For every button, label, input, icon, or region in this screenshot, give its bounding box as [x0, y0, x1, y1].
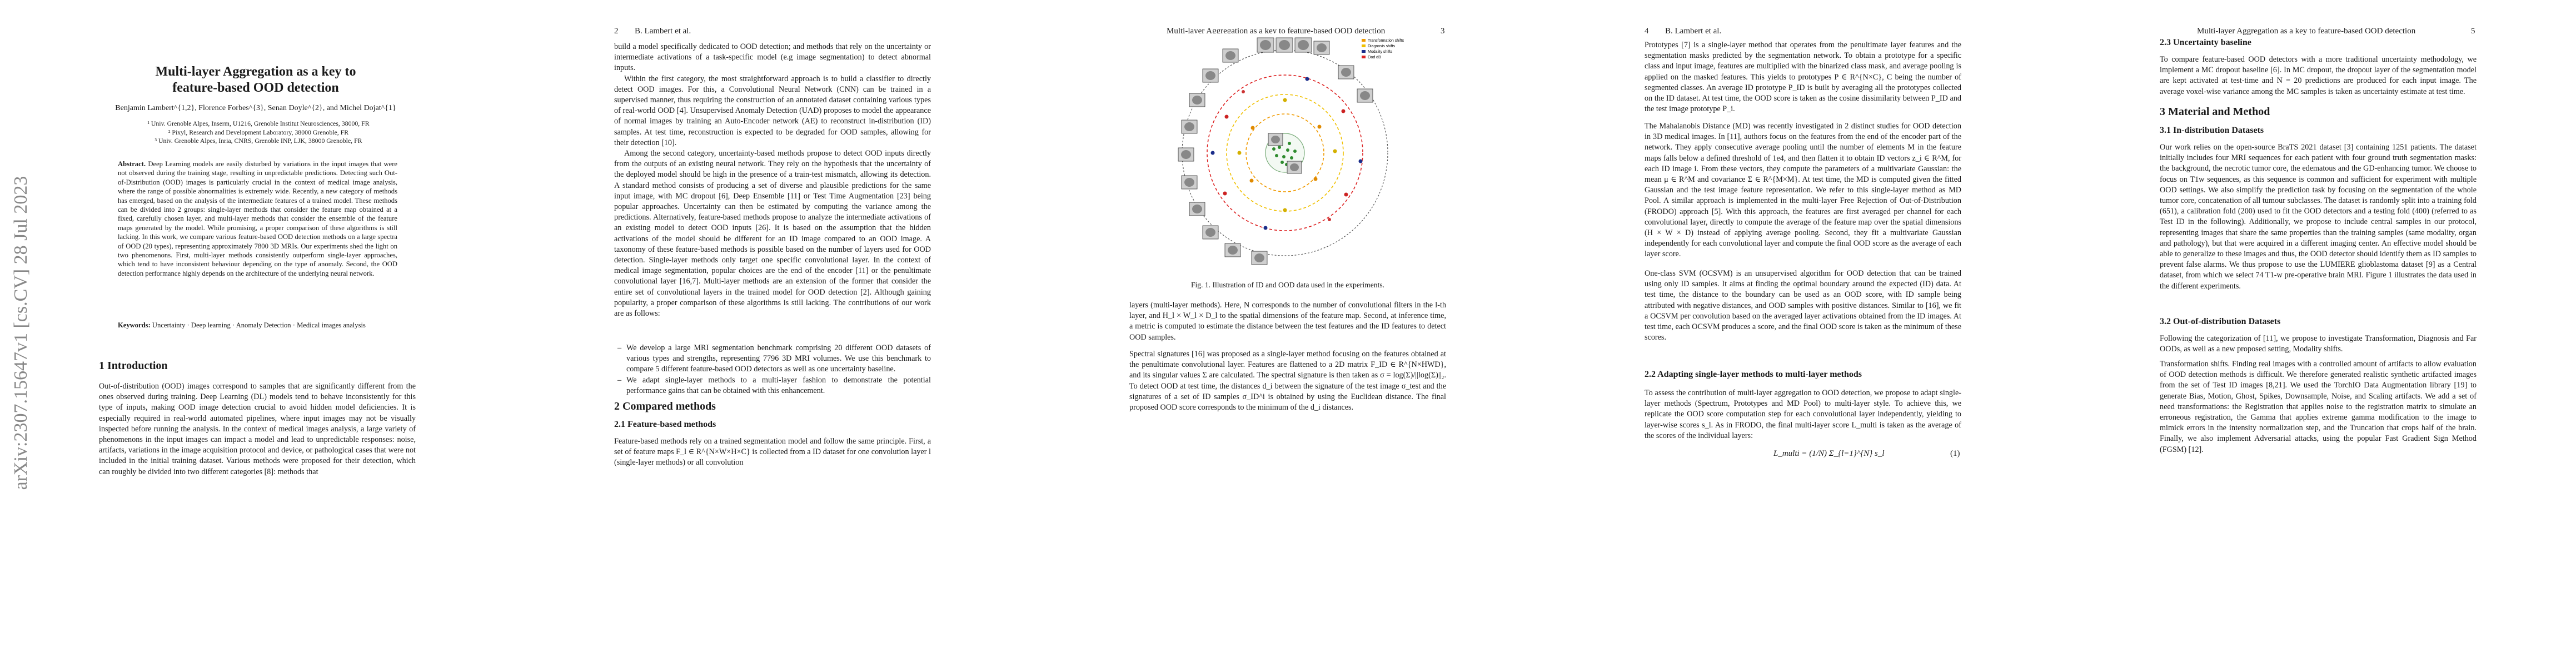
intro-heading: 1 Introduction [99, 360, 168, 372]
transform-ring [1245, 113, 1324, 192]
page-number: 5 [2471, 27, 2475, 36]
abstract-text: Deep Learning models are easily disturbe… [118, 160, 397, 277]
section-2-heading: 2 Compared methods [614, 400, 716, 412]
affiliation-1: ¹ Univ. Grenoble Alpes, Inserm, U1216, G… [147, 120, 370, 127]
keywords-label: Keywords: [118, 321, 151, 329]
affiliation-3: ³ Univ. Grenoble Alpes, Inria, CNRS, Gre… [155, 137, 362, 145]
section-3-1-text: Our work relies on the open-source BraTS… [2160, 143, 2477, 291]
prototypes-text: Prototypes [7] is a single-layer method … [1645, 41, 1961, 114]
page-number: 2 [614, 27, 619, 36]
keywords: Keywords: Uncertainty · Deep learning · … [118, 321, 397, 330]
author-list: Benjamin Lambert^{1,2}, Florence Forbes^… [115, 104, 396, 112]
page-5: Multi-layer Aggregation as a key to feat… [2061, 0, 2576, 667]
section-2-2-text: To assess the contribution of multi-laye… [1645, 389, 1961, 440]
svg-text:Modality shifts: Modality shifts [1368, 50, 1393, 54]
section-2-2-heading: 2.2 Adapting single-layer methods to mul… [1645, 370, 1862, 379]
page-number: 4 [1645, 27, 1649, 36]
mri-brain-shapes [1181, 40, 1370, 262]
page3-body: layers (multi-layer methods). Here, N co… [1129, 301, 1446, 342]
section-2-3-heading: 2.3 Uncertainty baseline [2160, 38, 2251, 47]
abstract-label: Abstract. [118, 160, 146, 168]
svg-text:Diagnosis shifts: Diagnosis shifts [1368, 44, 1396, 48]
section-2-3-text: To compare feature-based OOD detectors w… [2160, 55, 2477, 96]
equation-1: L_multi = (1/N) Σ_{l=1}^{N} s_l [1773, 449, 1885, 458]
page2-body: build a model specifically dedicated to … [614, 42, 931, 318]
svg-text:Ood dB: Ood dB [1368, 56, 1381, 59]
figure-1-caption: Fig. 1. Illustration of ID and OOD data … [1190, 281, 1385, 289]
section-3-heading: 3 Material and Method [2160, 106, 2270, 118]
intro-text: Out-of-distribution (OOD) images corresp… [99, 382, 416, 476]
running-head: B. Lambert et al. [635, 27, 691, 36]
equation-number: (1) [1950, 449, 1960, 458]
page-2: 2 B. Lambert et al. build a model specif… [515, 0, 1030, 667]
spectral-signatures: Spectral signatures [16] was proposed as… [1129, 350, 1446, 412]
abstract: Abstract. Deep Learning models are easil… [118, 160, 397, 278]
section-2-1-heading: 2.1 Feature-based methods [614, 420, 716, 429]
svg-text:Transformation shifts: Transformation shifts [1368, 39, 1404, 43]
list-item: We develop a large MRI segmentation benc… [617, 343, 931, 375]
affiliation-2: ² Pixyl, Research and Development Labora… [168, 128, 349, 136]
section-3-2-text: Following the categorization of [11], we… [2160, 334, 2477, 354]
ocsvm-text: One-class SVM (OCSVM) is an unsupervised… [1645, 269, 1961, 342]
figure-1: Transformation shifts Diagnosis shifts M… [1174, 33, 1407, 267]
section-3-1-heading: 3.1 In-distribution Datasets [2160, 126, 2264, 135]
page-1: Multi-layer Aggregation as a key to feat… [0, 0, 515, 667]
running-head: Multi-layer Aggregation as a key to feat… [2197, 27, 2416, 36]
keywords-text: Uncertainty · Deep learning · Anomaly De… [152, 321, 366, 329]
page-number: 3 [1441, 27, 1445, 36]
running-head: B. Lambert et al. [1665, 27, 1722, 36]
paper-title: Multi-layer Aggregation as a key to feat… [155, 64, 356, 95]
section-3-2-heading: 3.2 Out-of-distribution Datasets [2160, 317, 2281, 326]
far-ood-ring [1207, 74, 1363, 231]
transformation-shifts-text: Transformation shifts. Finding real imag… [2160, 360, 2477, 454]
section-2-1-text: Feature-based methods rely on a trained … [614, 437, 931, 467]
mahalanobis-text: The Mahalanobis Distance (MD) was recent… [1645, 122, 1961, 259]
page-4: 4 B. Lambert et al. Prototypes [7] is a … [1546, 0, 2061, 667]
figure-legend: Transformation shifts Diagnosis shifts M… [1362, 39, 1404, 59]
contributions-list: We develop a large MRI segmentation benc… [614, 343, 931, 396]
ood-samples [1210, 77, 1363, 230]
page-3: Multi-layer Aggregation as a key to feat… [1030, 0, 1546, 667]
list-item: We adapt single-layer methods to a multi… [617, 375, 931, 396]
